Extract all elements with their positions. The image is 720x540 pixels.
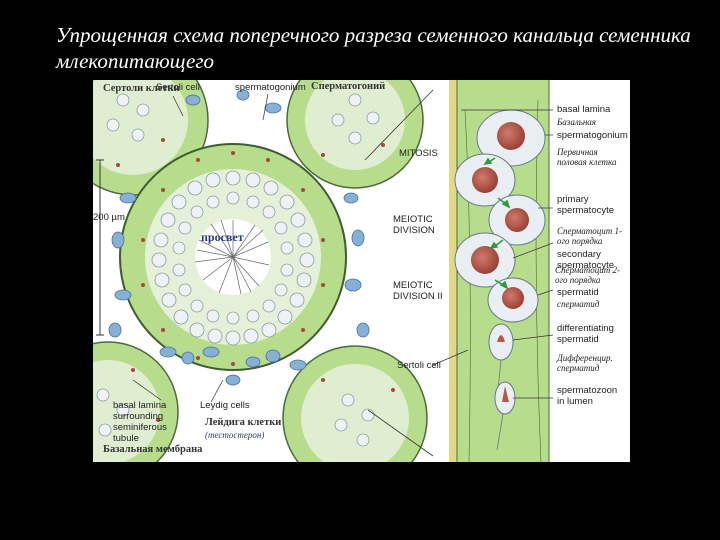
development-arrows (483, 157, 511, 290)
lumen-ru-label: просвет (201, 230, 244, 244)
sertoli-ru-label: Сертоли клетки (103, 83, 180, 94)
mitosis-label: MITOSIS (399, 148, 438, 159)
germ-cells (96, 93, 380, 447)
spermatid-label: spermatid (557, 287, 599, 298)
spermatocyte2-ru-label: Сперматоцит 2-ого порядка (555, 265, 621, 285)
primary-spermatocyte-label: primary spermatocyte (557, 194, 615, 216)
neighbor-tubule-bottom-left (93, 341, 179, 462)
magnified-cells (454, 109, 546, 451)
red-nuclei (116, 138, 395, 422)
leydig-ru-label: Лейдига клетки (205, 417, 282, 428)
testosterone-ru-label: (тестостерон) (205, 430, 265, 440)
scale-label: 200 µm (93, 212, 125, 223)
sertoli-cell-label: Sertoli cell (156, 82, 200, 93)
basal-ru-label: Базальная (557, 117, 596, 127)
basement-membrane-ru-label: Базальная мембрана (103, 444, 203, 455)
leydig-cells (108, 89, 370, 386)
left-leader-lines (132, 93, 269, 403)
tubule-diagram (93, 80, 554, 462)
spermatogonium-ru-label: Сперматогоний (311, 81, 386, 92)
leydig-cells-label: Leydig cells (200, 400, 250, 411)
zoom-bracket (364, 89, 434, 457)
differentiating-ru-label: Дифференцир. сперматид (557, 353, 613, 373)
diagram-panel: Сертоли клетки Sertoli cell spermatogoni… (93, 80, 630, 462)
spermatogonium-label: spermatogonium (235, 82, 306, 93)
lumen-tails (194, 219, 270, 295)
meiotic-division-label: MEIOTIC DIVISION (393, 214, 435, 236)
right-leader-lines (432, 109, 554, 399)
secondary-spermatocyte-label: secondary spermatocyte (557, 249, 615, 271)
spermatocyte1-ru-label: Сперматоцит 1-ого порядка (557, 226, 623, 246)
basal-lamina-label: basal lamina surrounding seminiferous tu… (113, 400, 167, 444)
spermatozoon-label: spermatozoon in lumen (557, 385, 618, 407)
differentiating-spermatid-label: differentiating spermatid (557, 323, 614, 345)
page-title: Упрощенная схема поперечного разреза сем… (56, 23, 691, 73)
spermatid-ru-label: сперматид (557, 299, 600, 309)
scale-bar (96, 159, 104, 336)
sertoli-cell-right-label: Sertoli cell (397, 360, 441, 371)
meiotic-division-2-label: MEIOTIC DIVISION II (393, 280, 443, 302)
neighbor-tubule-bottom-right (282, 345, 428, 462)
basal-lamina-right-label: basal lamina (557, 104, 611, 115)
primary-germ-ru-label: Первичная половая клетка (557, 147, 617, 167)
spermatogonium-right-label: spermatogonium (557, 130, 628, 141)
